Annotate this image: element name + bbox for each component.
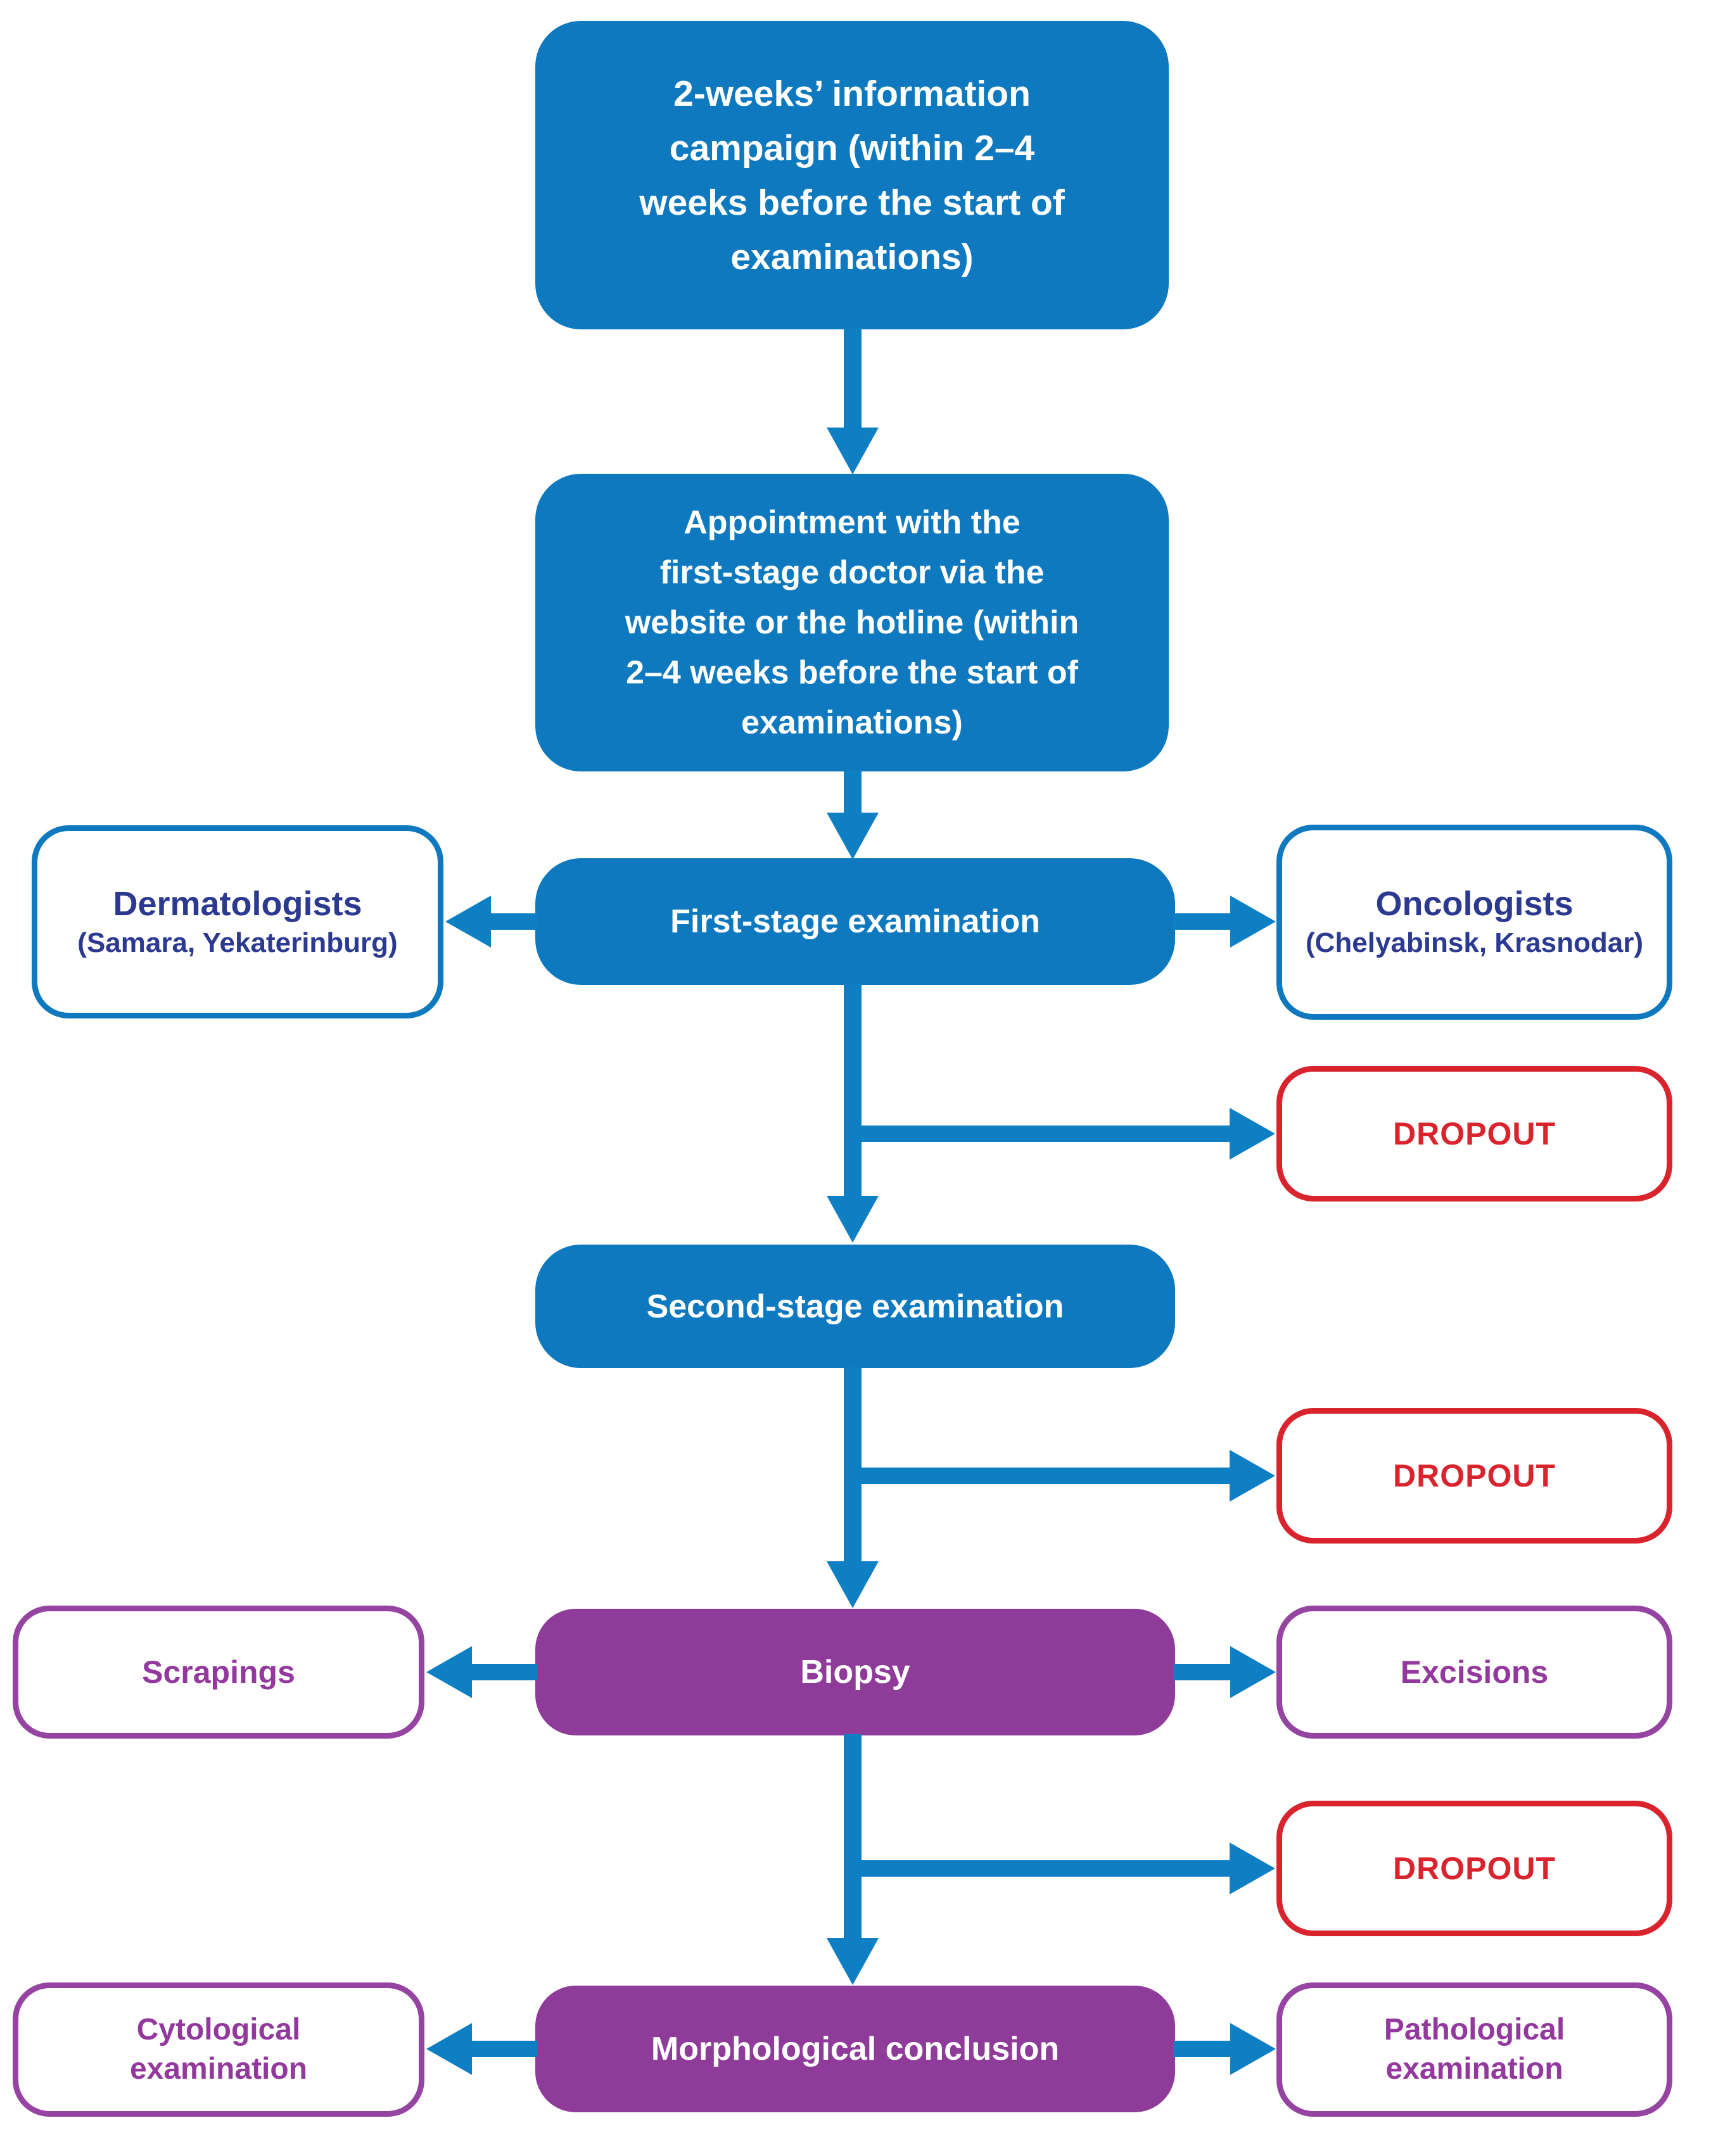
node-morphological-conclusion: Morphological conclusion [535, 1986, 1175, 2112]
arrow-morphological-to-cytological-head [426, 2023, 472, 2075]
arrow-biopsy-to-excisions-head [1230, 1646, 1276, 1698]
arrow-branch-to-dropout-3-shaft [853, 1860, 1234, 1877]
arrow-first-stage-to-second-stage-shaft [844, 984, 862, 1198]
arrow-second-stage-to-biopsy-shaft [844, 1367, 862, 1563]
arrow-first-stage-to-oncologists-head [1230, 896, 1276, 948]
arrow-appointment-to-first-stage-head [827, 813, 879, 859]
node-second-stage-examination: Second-stage examination [535, 1245, 1175, 1368]
arrow-branch-to-dropout-3-head [1230, 1842, 1275, 1894]
arrow-morphological-to-pathological-shaft [1173, 2041, 1231, 2057]
node-biopsy: Biopsy [535, 1609, 1175, 1735]
arrow-first-stage-to-second-stage-head [827, 1196, 879, 1243]
arrow-morphological-to-cytological-shaft [470, 2041, 537, 2057]
arrow-biopsy-to-excisions-shaft [1173, 1664, 1231, 1680]
arrow-morphological-to-pathological-head [1230, 2023, 1276, 2075]
node-dermatologists: Dermatologists (Samara, Yekaterinburg) [32, 825, 443, 1018]
node-pathological-examination: Pathological examination [1276, 1982, 1672, 2117]
dermatologists-subtitle: (Samara, Yekaterinburg) [77, 927, 398, 958]
node-first-stage-examination: First-stage examination [535, 858, 1175, 985]
arrow-campaign-to-appointment-shaft [844, 328, 862, 429]
arrow-campaign-to-appointment-head [827, 428, 879, 474]
arrow-branch-to-dropout-2-head [1230, 1450, 1275, 1502]
node-dropout-2: DROPOUT [1276, 1408, 1672, 1544]
node-excisions: Excisions [1276, 1606, 1672, 1739]
node-dropout-1: DROPOUT [1276, 1066, 1672, 1202]
oncologists-title: Oncologists [1375, 885, 1574, 923]
node-appointment: Appointment with the first-stage doctor … [535, 474, 1169, 771]
dermatologists-title: Dermatologists [113, 884, 362, 923]
arrow-first-stage-to-oncologists-shaft [1173, 913, 1231, 930]
node-information-campaign: 2-weeks’ information campaign (within 2–… [535, 21, 1169, 329]
arrow-biopsy-to-scrapings-shaft [470, 1664, 537, 1680]
arrow-first-stage-to-dermatologists-head [445, 896, 491, 948]
arrow-biopsy-to-morphological-shaft [844, 1734, 862, 1940]
node-dropout-3: DROPOUT [1276, 1801, 1672, 1936]
node-cytological-examination: Cytological examination [13, 1982, 424, 2117]
arrow-appointment-to-first-stage-shaft [844, 770, 862, 815]
arrow-branch-to-dropout-1-head [1230, 1108, 1275, 1160]
node-oncologists: Oncologists (Chelyabinsk, Krasnodar) [1276, 825, 1672, 1020]
arrow-branch-to-dropout-2-shaft [853, 1468, 1234, 1484]
arrow-branch-to-dropout-1-shaft [853, 1126, 1234, 1142]
node-scrapings: Scrapings [13, 1606, 424, 1739]
arrow-biopsy-to-morphological-head [827, 1938, 879, 1985]
arrow-first-stage-to-dermatologists-shaft [489, 913, 537, 930]
oncologists-subtitle: (Chelyabinsk, Krasnodar) [1305, 927, 1644, 958]
arrow-biopsy-to-scrapings-head [426, 1646, 472, 1698]
arrow-second-stage-to-biopsy-head [827, 1561, 879, 1608]
